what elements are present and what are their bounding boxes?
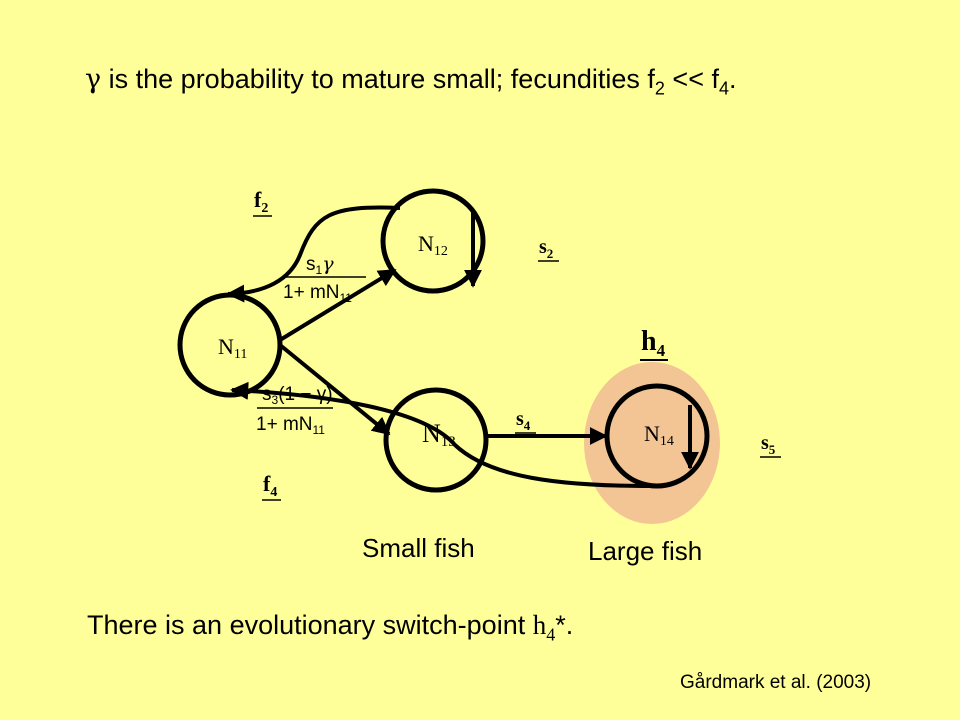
title-text-b: << f [664, 64, 719, 94]
arrow-f4-feedback [230, 381, 651, 488]
fraction-upper-denominator: 1+ mN11 [283, 282, 352, 305]
node-n13-label: N13 [422, 419, 456, 450]
label-h4: h4 [641, 326, 666, 360]
caption-large-fish: Large fish [588, 536, 703, 566]
fraction-lower-denominator: 1+ mN11 [256, 414, 325, 437]
label-f2: f2 [254, 187, 268, 216]
slide-title: γ is the probability to mature small; fe… [85, 64, 737, 99]
title-sub-b: 4 [718, 78, 729, 99]
title-text-c: . [728, 64, 737, 94]
node-n12-label: N12 [418, 231, 448, 259]
node-n12 [380, 188, 486, 294]
bottom-h-sub: 4 [546, 624, 556, 645]
arrow-f2-feedback [226, 205, 401, 303]
title-sub-a: 2 [654, 78, 665, 99]
node-n13 [383, 387, 489, 493]
node-n11-label: N11 [218, 334, 247, 362]
fraction-lower-numerator: s3(1 − γ) [262, 384, 333, 407]
node-n14-label: N14 [644, 421, 674, 449]
title-text-a: is the probability to mature small; fecu… [101, 64, 655, 94]
gamma-symbol: γ [85, 64, 102, 95]
caption-small-fish: Small fish [362, 533, 475, 563]
citation: Gårdmark et al. (2003) [680, 672, 872, 693]
bottom-text: There is an evolutionary switch-point [87, 610, 533, 640]
bottom-h: h [532, 610, 547, 640]
label-s2: s2 [539, 236, 553, 261]
label-s4: s4 [516, 408, 531, 433]
bottom-statement: There is an evolutionary switch-point h4… [87, 610, 573, 645]
label-f4: f4 [263, 471, 277, 500]
fraction-upper-numerator: s1γ [306, 253, 334, 277]
bottom-star: *. [555, 610, 574, 640]
arrow-n11-n13 [278, 343, 391, 436]
label-s5: s5 [761, 432, 776, 457]
arrow-n11-n12 [278, 268, 397, 342]
